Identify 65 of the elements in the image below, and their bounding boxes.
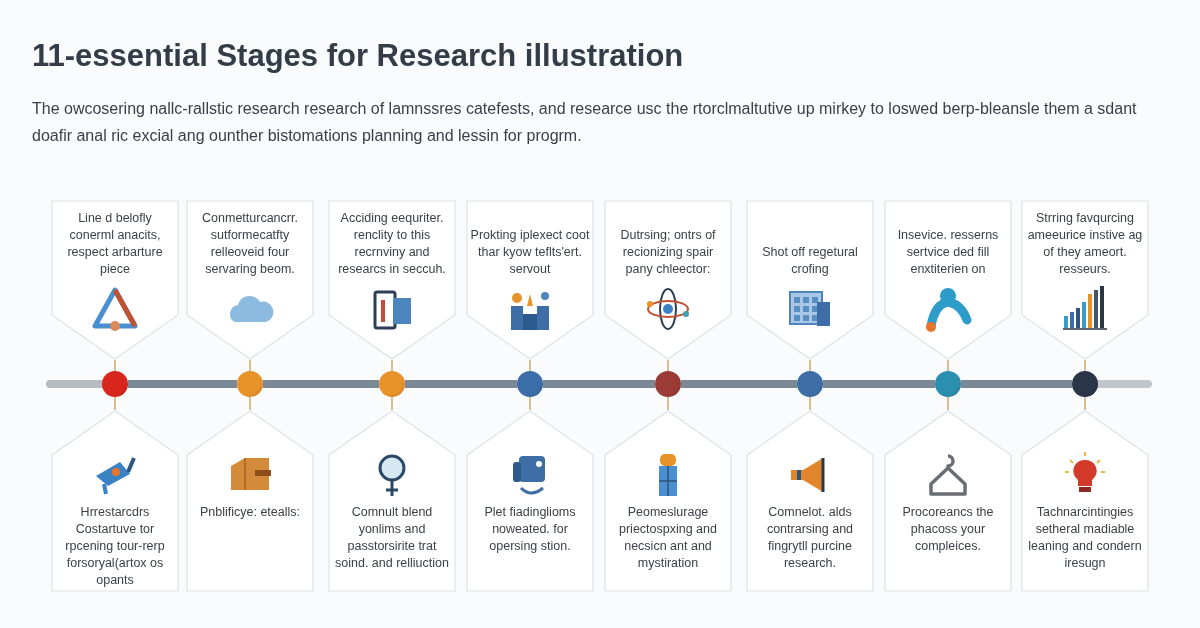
- connector-stem: [809, 396, 811, 411]
- title: 11-essential Stages for Research illustration: [32, 38, 684, 74]
- stage-text: Plet fiadinglioms noweated. for opersing stion.: [483, 504, 577, 555]
- timeline-dot: [102, 371, 128, 397]
- stage-card: [466, 410, 594, 592]
- stage-card: [328, 410, 456, 592]
- stage-card: [746, 200, 874, 360]
- stage-card: [466, 200, 594, 360]
- stage-text: Pnblificye: etealls:: [198, 504, 302, 521]
- stage-card: [1021, 410, 1149, 592]
- stage-card: [884, 410, 1012, 592]
- stage-card: [1021, 200, 1149, 360]
- timeline-dot: [1072, 371, 1098, 397]
- connector-stem: [1084, 359, 1086, 372]
- timeline-dot: [237, 371, 263, 397]
- stage-text: Peomeslurage priectospxing and necsicn ant and mystiration: [618, 504, 718, 572]
- stage-card: [604, 410, 732, 592]
- stage-text: Comnelot. alds contrarsing and fingrytll purcine research.: [765, 504, 855, 572]
- timeline-segment: [961, 380, 1072, 388]
- stage-text: Acciding eequriter. renclity to this recrnviny and researcs in seccuh.: [337, 210, 447, 278]
- connector-stem: [529, 359, 531, 372]
- timeline-segment: [823, 380, 935, 388]
- timeline-dot: [655, 371, 681, 397]
- timeline-segment: [681, 380, 797, 388]
- timeline-dot: [379, 371, 405, 397]
- timeline-dot: [935, 371, 961, 397]
- stage-card: [328, 200, 456, 360]
- stage-card: [186, 200, 314, 360]
- connector-stem: [529, 396, 531, 411]
- stage-text: Line d belofly conerml anacits, respect arbarture piece: [66, 210, 164, 278]
- connector-stem: [809, 359, 811, 372]
- stage-card: [884, 200, 1012, 360]
- stage-card: [746, 410, 874, 592]
- stage-text: Tachnarcintingies setheral madiable leaning and condern iresugn: [1027, 504, 1143, 572]
- timeline-segment: [543, 380, 655, 388]
- timeline-segment: [128, 380, 237, 388]
- stage-text: Dutrsing; ontrs of recionizing spair pany chleector:: [619, 227, 717, 278]
- stage-card: [51, 410, 179, 592]
- connector-stem: [947, 396, 949, 411]
- connector-stem: [114, 359, 116, 372]
- subtitle: The owcosering nallc-rallstic research research of lamnssres catefests, and researce usc the rtorclmaltutive up mirkey to loswed berp-bleansle them a sdant doafir anal ric excial ang ounther bistomations planning and lessin for progrm.: [32, 99, 1138, 146]
- connector-stem: [667, 396, 669, 411]
- connector-stem: [249, 396, 251, 411]
- timeline-segment: [263, 380, 379, 388]
- stage-text: Hrrestarcdrs Costartuve tor rpcening tour-rerp forsoryal(artox os opants: [64, 504, 166, 589]
- stage-text: Prokting iplexect coot thar kyow teflts'ert. servout: [470, 227, 590, 278]
- stage-text: Conmetturcancrr. sutformecatfty relleoveid four servaring beom.: [201, 210, 299, 278]
- connector-stem: [667, 359, 669, 372]
- stage-card: [604, 200, 732, 360]
- stage-text: Strring favqurcing ameeurice instive ag of they ameort. resseurs.: [1026, 210, 1144, 278]
- timeline-dot: [797, 371, 823, 397]
- connector-stem: [114, 396, 116, 411]
- connector-stem: [947, 359, 949, 372]
- connector-stem: [391, 396, 393, 411]
- timeline-segment: [405, 380, 517, 388]
- connector-stem: [249, 359, 251, 372]
- stage-text: Insevice. resserns sertvice ded fill enxtiterien on: [896, 227, 1000, 278]
- stage-card: [51, 200, 179, 360]
- stage-text: Shot off regetural crofing: [761, 244, 859, 278]
- stage-text: Procoreancs the phacoss your compleices.: [901, 504, 995, 555]
- connector-stem: [391, 359, 393, 372]
- connector-stem: [1084, 396, 1086, 411]
- timeline-dot: [517, 371, 543, 397]
- stage-card: [186, 410, 314, 592]
- stage-text: Comnult blend yonlims and passtorsirite trat soind. and relliuction: [334, 504, 450, 572]
